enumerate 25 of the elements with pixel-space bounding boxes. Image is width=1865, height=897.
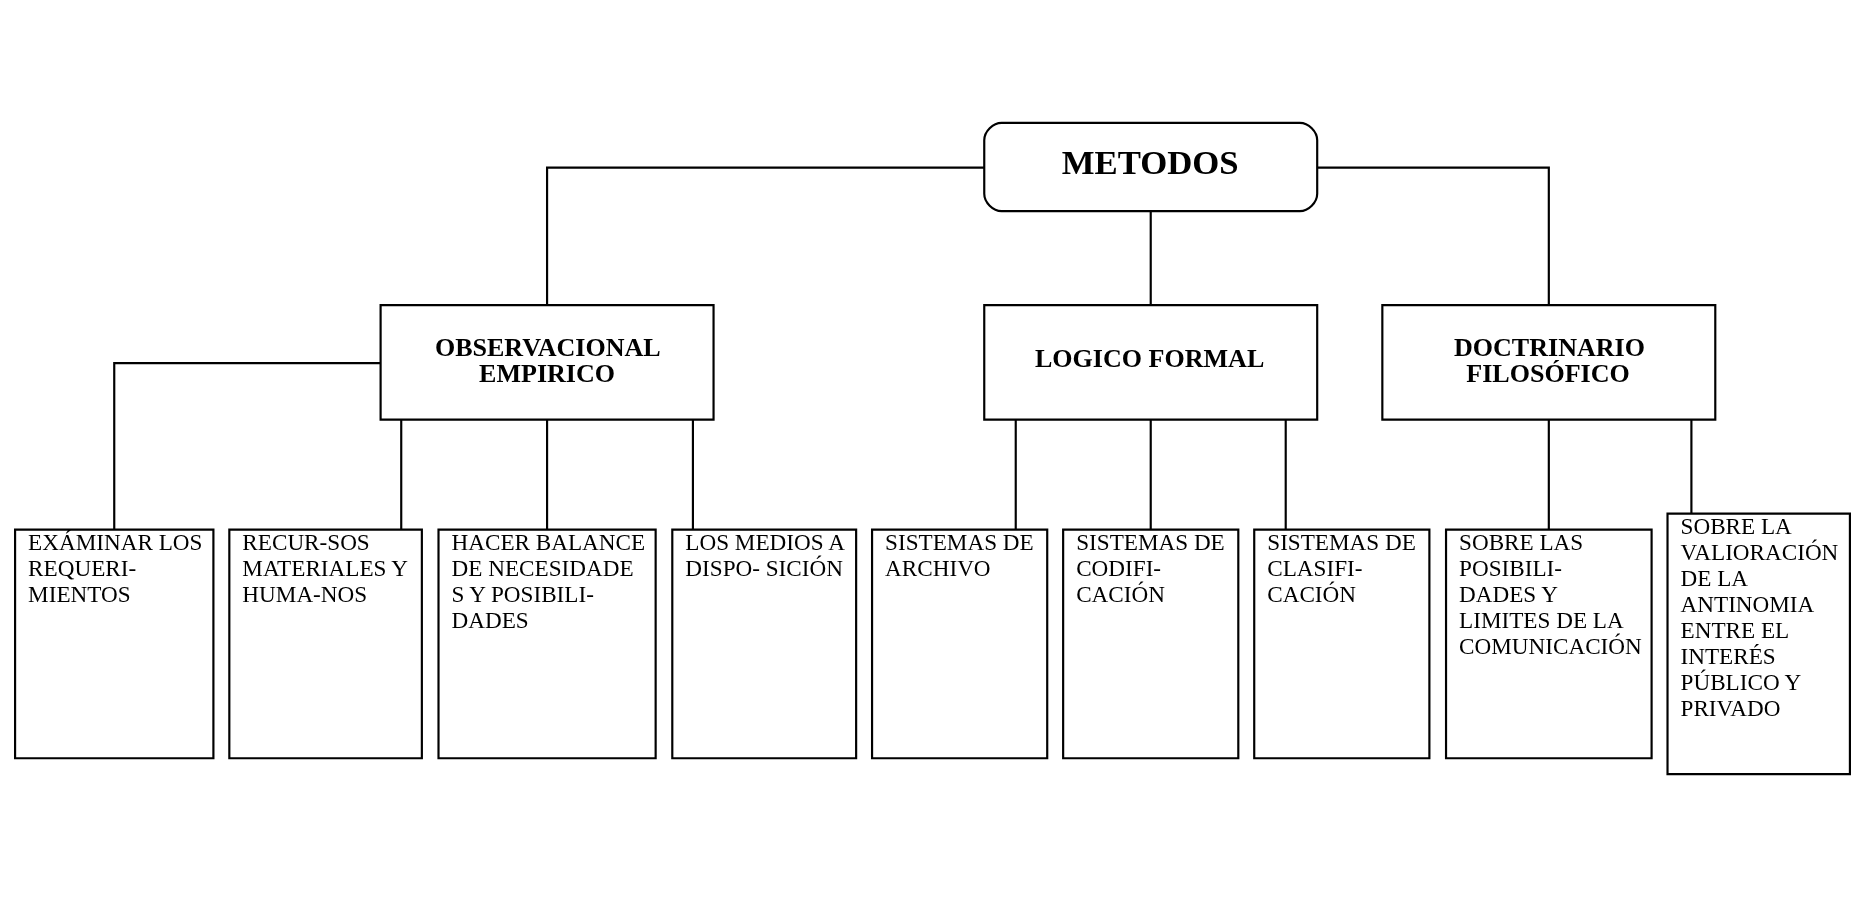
node-box: SOBRE LA VALIORACIÓN DE LA ANTINOMIA ENTRE EL INTERÉS PÚBLICO Y PRIVADO bbox=[1666, 512, 1851, 776]
connector bbox=[1317, 166, 1550, 305]
node-box: SISTEMAS DE CODIFI- CACIÓN bbox=[1062, 528, 1240, 760]
node-box: OBSERVACIONAL EMPIRICO bbox=[379, 304, 715, 421]
connector bbox=[691, 420, 694, 530]
node-box: RECUR-SOS MATERIALES Y HUMA-NOS bbox=[228, 528, 423, 760]
connector bbox=[1547, 420, 1550, 530]
node-box: LOGICO FORMAL bbox=[983, 304, 1319, 421]
node-box: DOCTRINARIO FILOSÓFICO bbox=[1381, 304, 1717, 421]
connector bbox=[1690, 420, 1693, 514]
node-box: METODOS bbox=[983, 121, 1319, 213]
connector bbox=[113, 362, 381, 530]
connector bbox=[1014, 420, 1017, 530]
connector bbox=[546, 166, 985, 305]
node-box: HACER BALANCE DE NECESIDADE S Y POSIBILI- DADES bbox=[437, 528, 657, 760]
node-box: SOBRE LAS POSIBILI-DADES Y LIMITES DE LA COMUNICACIÓN bbox=[1444, 528, 1653, 760]
node-box: SISTEMAS DE CLASIFI- CACIÓN bbox=[1253, 528, 1431, 760]
connector bbox=[1149, 211, 1152, 305]
node-box: SISTEMAS DE ARCHIVO bbox=[870, 528, 1049, 760]
node-box: EXÁMINAR LOS REQUERI- MIENTOS bbox=[14, 528, 215, 760]
connector bbox=[1149, 420, 1152, 530]
connector bbox=[546, 420, 549, 530]
connector bbox=[400, 420, 403, 530]
node-box: LOS MEDIOS A DISPO- SICIÓN bbox=[671, 528, 858, 760]
connector bbox=[1284, 420, 1287, 530]
